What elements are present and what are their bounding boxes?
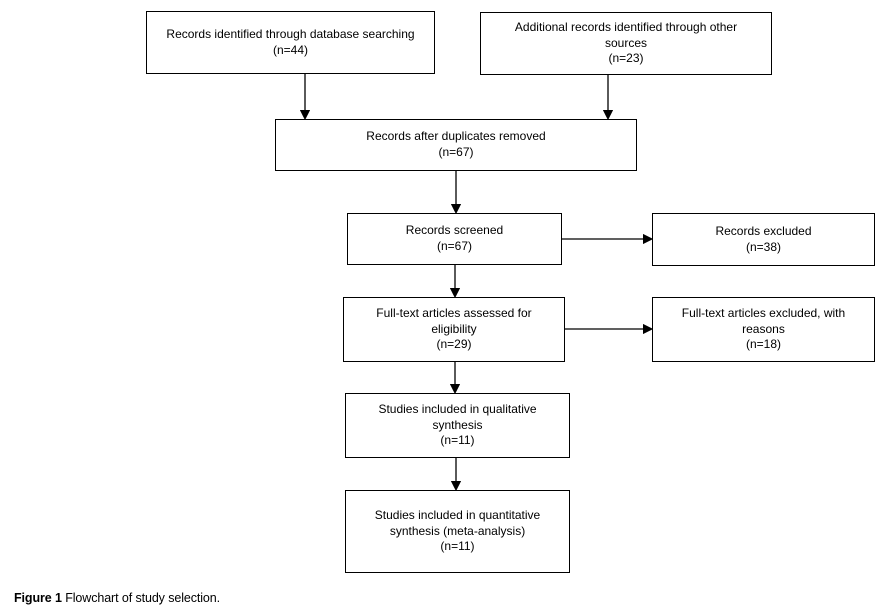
flow-box-count: (n=11) xyxy=(440,539,475,554)
flow-box-text: Studies included in qualitative xyxy=(378,401,537,416)
figure-caption-text: Flowchart of study selection. xyxy=(65,591,221,605)
flow-box-fulltext-excluded: Full-text articles excluded, with reason… xyxy=(652,297,875,362)
flow-box-qualitative-synthesis: Studies included in qualitative synthesi… xyxy=(345,393,570,458)
flow-box-count: (n=11) xyxy=(440,433,475,448)
flow-box-text: Records screened xyxy=(405,223,504,238)
flow-box-text: Full-text articles excluded, with xyxy=(681,305,846,320)
flow-box-text: Records excluded xyxy=(715,223,812,238)
flow-box-text: Full-text articles assessed for xyxy=(376,305,532,320)
flow-box-records-identified-database: Records identified through database sear… xyxy=(146,11,435,74)
flow-box-additional-records-other-sources: Additional records identified through ot… xyxy=(480,12,772,75)
flow-box-count: (n=44) xyxy=(272,42,309,57)
flow-box-records-after-duplicates: Records after duplicates removed (n=67) xyxy=(275,119,637,171)
figure-caption-label: Figure 1 xyxy=(14,591,62,605)
flow-box-text: Records identified through database sear… xyxy=(166,26,415,41)
flow-box-records-excluded: Records excluded (n=38) xyxy=(652,213,875,266)
flow-box-records-screened: Records screened (n=67) xyxy=(347,213,562,265)
flow-box-text: sources xyxy=(604,35,648,50)
flow-box-count: (n=38) xyxy=(745,239,782,254)
flow-box-count: (n=67) xyxy=(436,239,473,253)
flow-box-count: (n=29) xyxy=(436,337,472,352)
flow-box-text: synthesis (meta-analysis) xyxy=(389,523,526,538)
flow-box-fulltext-assessed: Full-text articles assessed for eligibil… xyxy=(343,297,565,362)
flow-box-text: Additional records identified through ot… xyxy=(514,19,738,34)
flow-box-count: (n=18) xyxy=(745,337,782,352)
flow-box-count: (n=23) xyxy=(608,51,644,66)
figure-caption: Figure 1 Flowchart of study selection. xyxy=(14,591,220,605)
flow-box-text: Studies included in quantitative xyxy=(374,507,541,522)
flow-box-text: Records after duplicates removed xyxy=(366,129,546,144)
flow-box-text: synthesis xyxy=(432,417,483,432)
flow-box-count: (n=67) xyxy=(438,145,474,159)
flow-box-text: eligibility xyxy=(431,321,477,336)
flow-box-quantitative-synthesis: Studies included in quantitative synthes… xyxy=(345,490,570,573)
flow-box-text: reasons xyxy=(742,321,785,336)
